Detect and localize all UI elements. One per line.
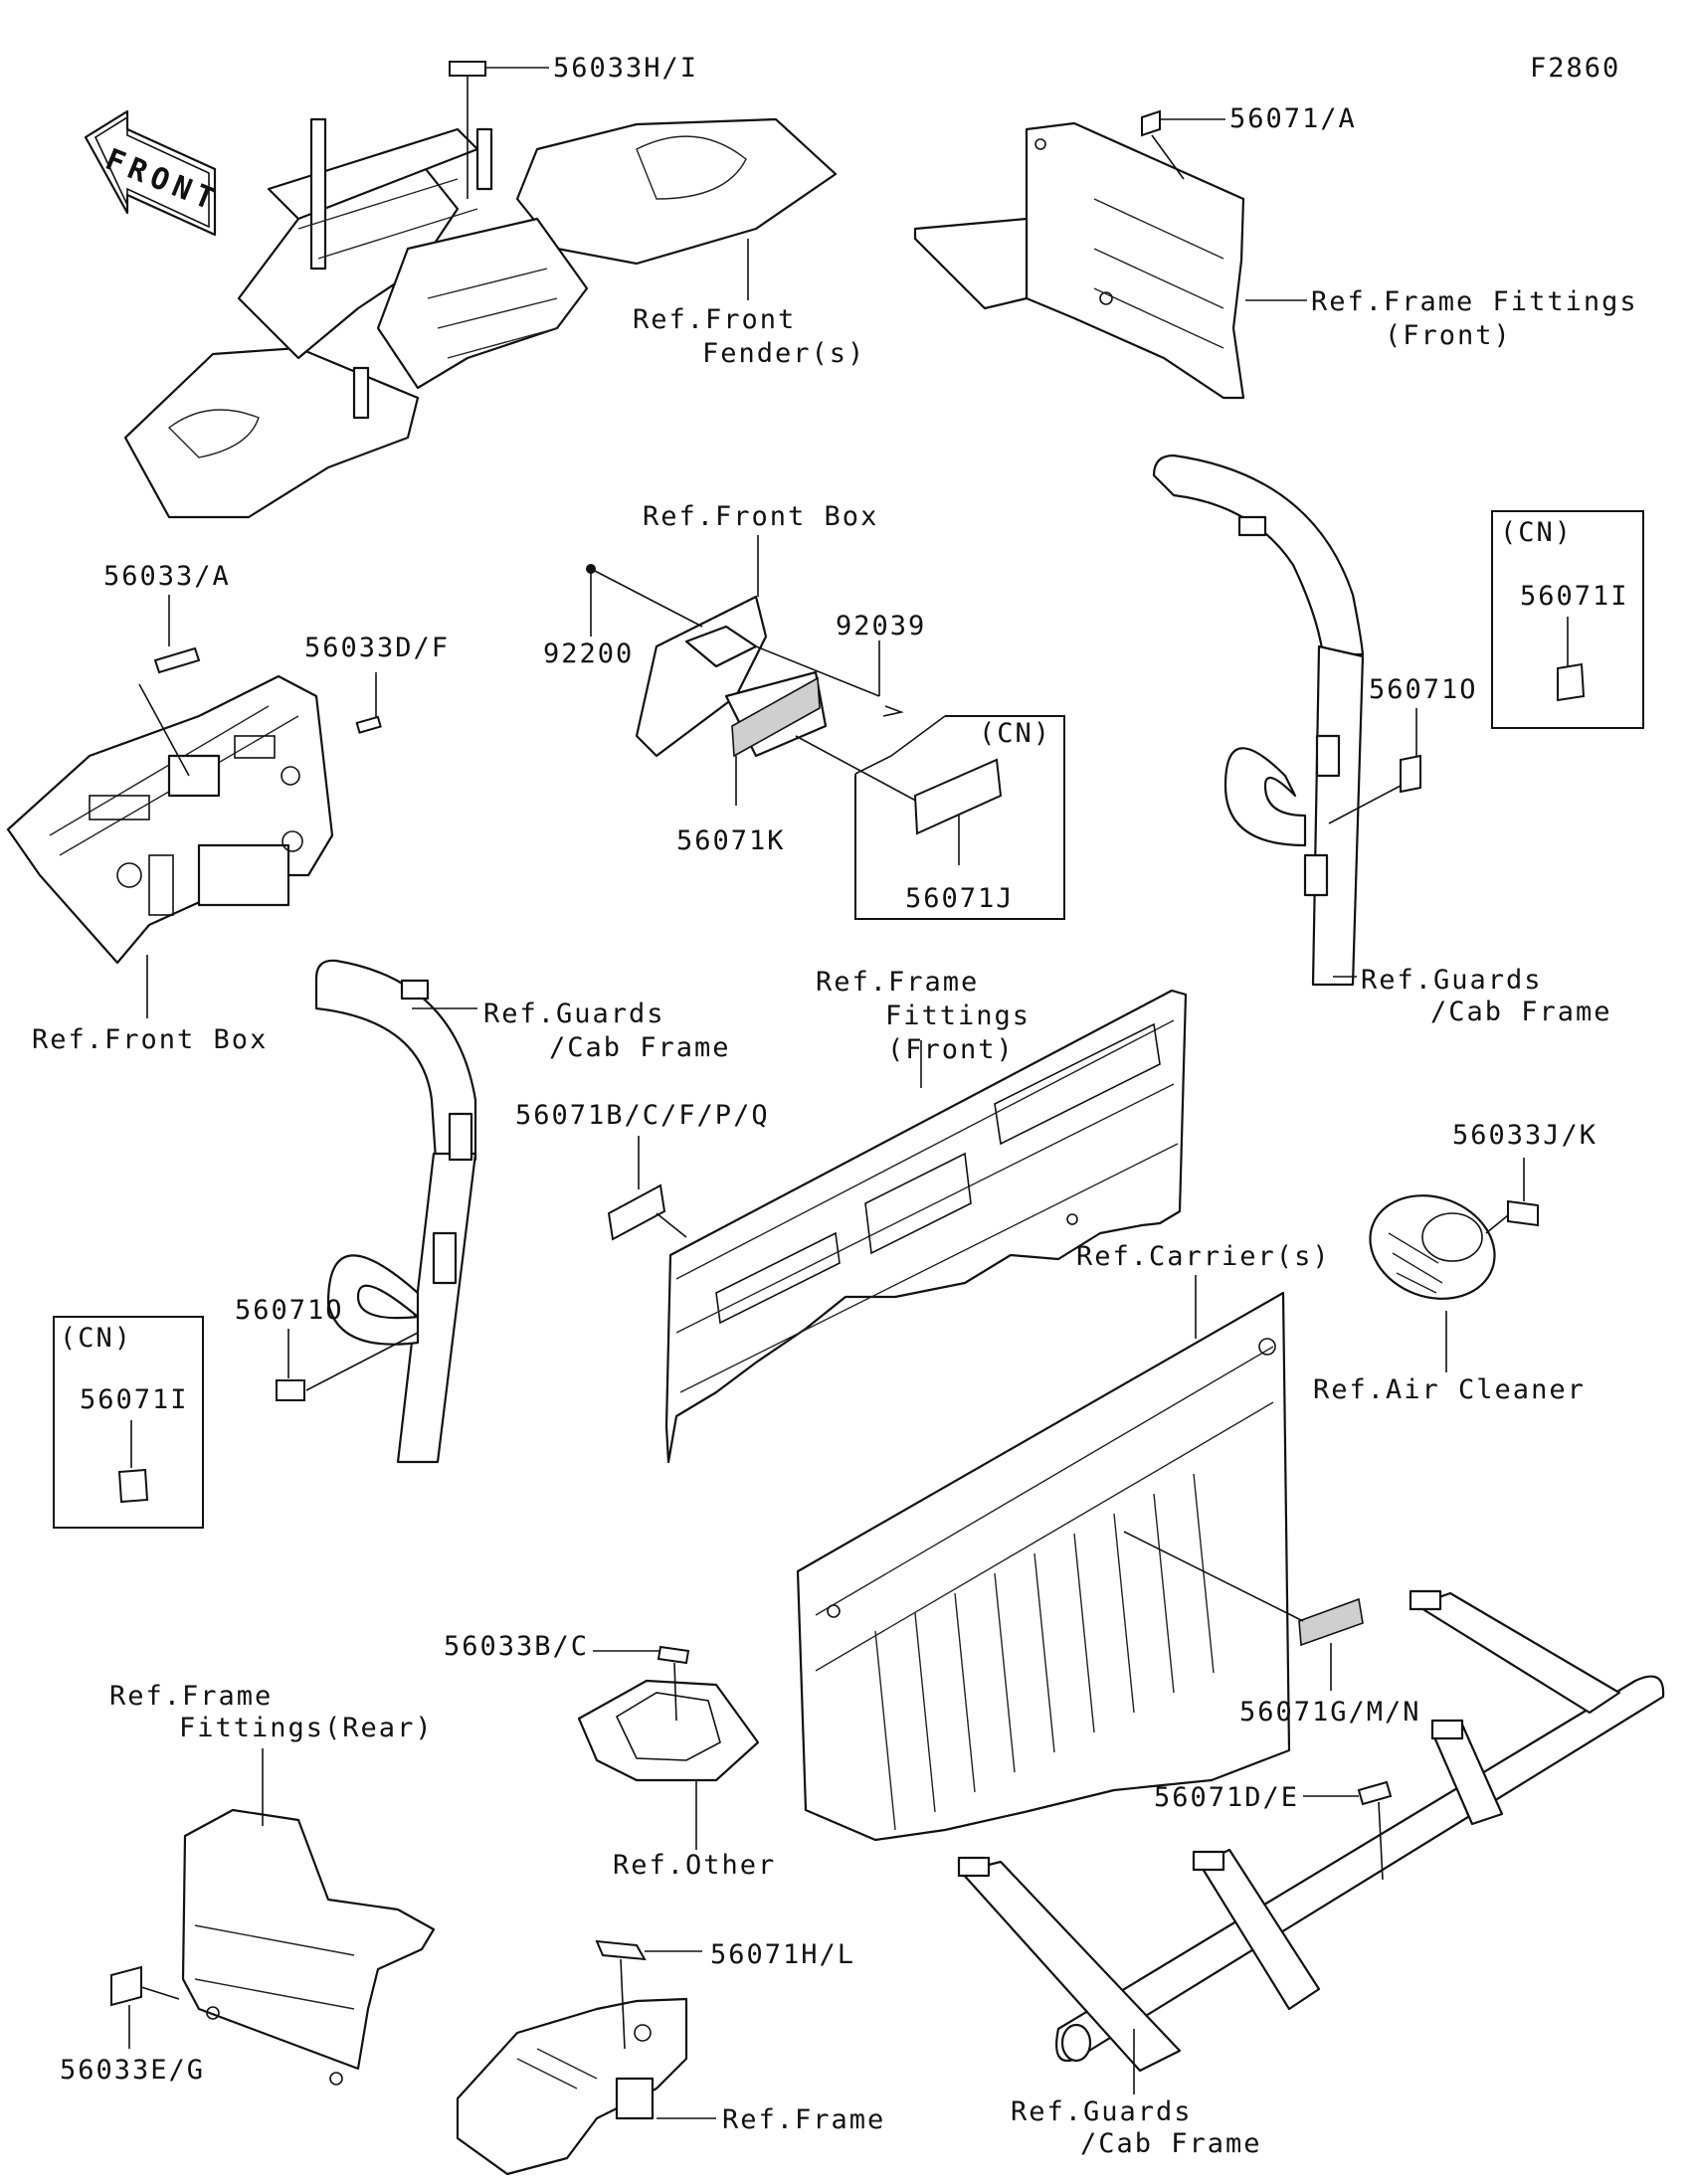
callout-56071K: 56071K	[676, 825, 786, 856]
callout-ref-carriers: Ref.Carrier(s)	[1076, 1241, 1331, 1272]
cn-upper-label: (CN)	[979, 718, 1051, 749]
cn-left-box	[53, 1316, 204, 1529]
frame-fittings-front-top	[913, 121, 1245, 400]
decal-56071J-icon	[913, 758, 1003, 835]
callout-56071O-right: 56071O	[1369, 674, 1478, 705]
callout-ref-frame-fittings-front-top-2: (Front)	[1385, 320, 1512, 351]
callout-ref-front-fender-2: Fender(s)	[702, 338, 865, 369]
callout-ref-frame-fittings-mid-2: Fittings	[885, 1001, 1031, 1031]
decal-56071O-right-icon	[1400, 754, 1421, 794]
decal-56071DE-icon	[1357, 1780, 1393, 1806]
decal-56033A-icon	[153, 646, 201, 674]
callout-ref-frame-fittings-mid-3: (Front)	[887, 1034, 1015, 1065]
callout-ref-guards-bottom-2: /Cab Frame	[1080, 2128, 1262, 2159]
decal-56071K-icon	[731, 676, 821, 758]
callout-56071DE: 56071D/E	[1154, 1782, 1299, 1813]
decal-56071O-left-icon	[276, 1379, 305, 1401]
callout-56033EG: 56033E/G	[60, 2055, 205, 2086]
frame-fittings-front-middle-panel	[664, 989, 1188, 1464]
callout-56071I-right: 56071I	[1520, 581, 1629, 612]
callout-56071BCFPQ: 56071B/C/F/P/Q	[515, 1100, 770, 1131]
callout-56033DF: 56033D/F	[304, 633, 450, 663]
carrier-assembly	[796, 1291, 1291, 1842]
frame-fittings-rear	[181, 1808, 436, 2086]
decal-56071A-icon	[1141, 109, 1161, 137]
callout-ref-frame: Ref.Frame	[722, 2104, 885, 2135]
callout-92200: 92200	[543, 638, 634, 669]
decal-56033EG-icon	[110, 1965, 142, 2007]
rivet-92039-icon	[882, 705, 904, 717]
callout-92039: 92039	[836, 611, 926, 641]
figure-code: F2860	[1530, 53, 1620, 84]
decal-56071BCFPQ-icon	[607, 1183, 666, 1241]
guard-cab-frame-bottom	[957, 1589, 1665, 2073]
front-direction-arrow-icon: FRONT	[84, 109, 225, 237]
front-box-dashboard	[6, 674, 334, 965]
screw-92200-icon	[586, 564, 596, 574]
callout-ref-frame-fittings-front-top-1: Ref.Frame Fittings	[1311, 286, 1638, 317]
callout-ref-front-fender-1: Ref.Front	[633, 304, 796, 335]
air-cleaner	[1369, 1194, 1496, 1300]
decal-56071I-left-icon	[117, 1468, 149, 1504]
frame-bottom	[456, 1997, 688, 2176]
decal-56071GMN-icon	[1298, 1597, 1364, 1647]
callout-ref-front-box-left: Ref.Front Box	[32, 1024, 268, 1055]
callout-ref-other: Ref.Other	[613, 1850, 776, 1881]
callout-56071I-left: 56071I	[80, 1384, 189, 1415]
cn-upper-box	[854, 715, 1065, 920]
callout-56033JK: 56033J/K	[1452, 1120, 1597, 1151]
cn-right-box	[1491, 510, 1644, 729]
callout-ref-guards-bottom-1: Ref.Guards	[1011, 2096, 1193, 2127]
callout-56071HL: 56071H/L	[710, 1939, 855, 1970]
callout-ref-air-cleaner: Ref.Air Cleaner	[1313, 1374, 1586, 1405]
decal-56071HL-icon	[595, 1939, 647, 1961]
decal-56033HI-icon	[449, 61, 486, 77]
front-box-center	[635, 595, 828, 758]
callout-ref-guards-right-2: /Cab Frame	[1430, 997, 1612, 1027]
callout-56071J: 56071J	[905, 883, 1015, 914]
decal-56033DF-icon	[355, 715, 382, 734]
callout-56033A: 56033/A	[103, 561, 231, 592]
guard-cab-frame-right	[1152, 454, 1365, 987]
callout-56033BC: 56033B/C	[444, 1631, 589, 1662]
callout-56033HI: 56033H/I	[553, 53, 698, 84]
callout-ref-guards-right-1: Ref.Guards	[1361, 965, 1543, 996]
callout-56071GMN: 56071G/M/N	[1239, 1697, 1421, 1728]
other-cover-panel	[577, 1679, 760, 1782]
cn-right-label: (CN)	[1500, 517, 1573, 548]
callout-ref-guards-left-1: Ref.Guards	[483, 999, 665, 1029]
cn-left-label: (CN)	[60, 1323, 132, 1354]
decal-56033BC-icon	[657, 1645, 690, 1665]
callout-ref-guards-left-2: /Cab Frame	[549, 1032, 731, 1063]
decal-56033JK-icon	[1507, 1199, 1539, 1227]
callout-ref-frame-fittings-mid-1: Ref.Frame	[816, 967, 979, 998]
guard-cab-frame-left	[314, 959, 477, 1464]
front-fender-assembly	[123, 117, 838, 519]
callout-ref-front-box-top: Ref.Front Box	[643, 501, 878, 532]
callout-56071A: 56071/A	[1229, 103, 1357, 134]
callout-ref-frame-fittings-rear-2: Fittings(Rear)	[179, 1713, 434, 1743]
decal-56071I-right-icon	[1557, 662, 1586, 702]
callout-ref-frame-fittings-rear-1: Ref.Frame	[109, 1681, 273, 1712]
callout-56071O-left: 56071O	[235, 1295, 344, 1326]
